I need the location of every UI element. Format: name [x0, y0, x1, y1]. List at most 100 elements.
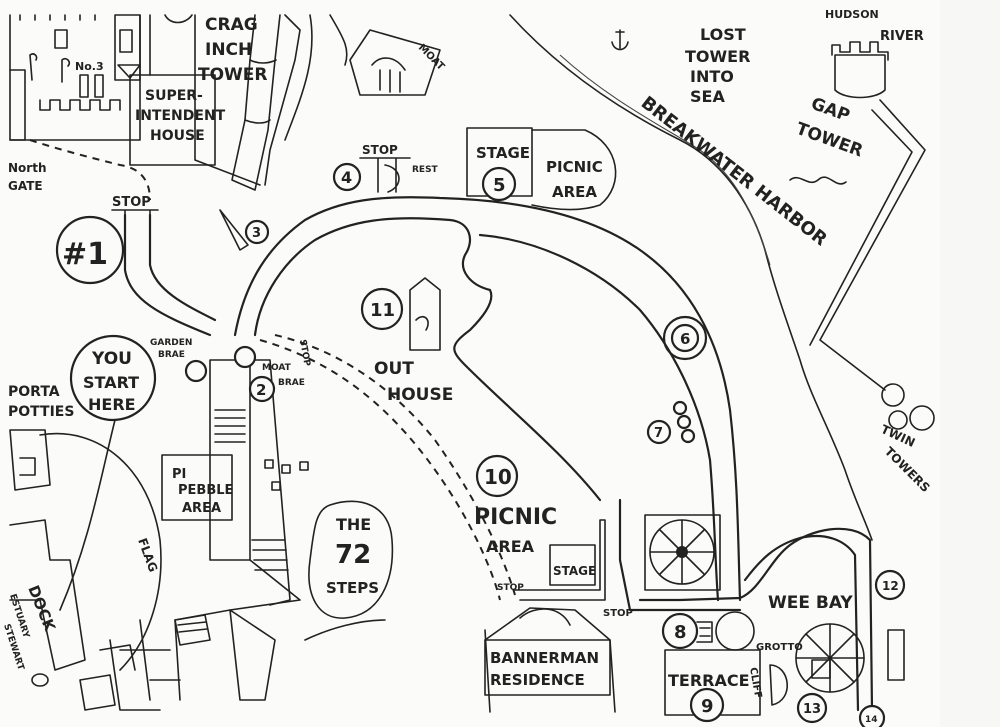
stop-moat-label: STOP	[297, 339, 312, 368]
marker-1-label: #1	[62, 237, 108, 272]
marker-2[interactable]	[248, 375, 276, 403]
porta-potties-box	[9, 429, 51, 491]
outhouse-label-1: OUT	[374, 359, 414, 379]
marker-3[interactable]	[244, 219, 270, 245]
no3-label: No.3	[75, 60, 104, 73]
moat-dashed-trail	[259, 339, 501, 601]
marker-13-label: 13	[803, 702, 821, 717]
north-gate-label-2: GATE	[8, 179, 43, 193]
stage-top-label: STAGE	[476, 144, 530, 162]
marker-3-arrow	[219, 209, 249, 251]
marker-4-label: 4	[341, 168, 352, 187]
marker-6[interactable]	[662, 315, 708, 361]
marker-2-label: 2	[256, 381, 266, 399]
shoreline	[509, 14, 873, 541]
hudson-label-1: HUDSON	[825, 8, 879, 21]
crag-inch-label-3: TOWER	[198, 65, 268, 85]
label-group-top: CRAG INCH TOWER SUPER- INTENDENT HOUSE N…	[8, 8, 924, 250]
bannerman-sign-box	[484, 639, 611, 696]
flag-area-boundary	[39, 432, 162, 671]
you-start-label-1: YOU	[91, 349, 132, 369]
stop-1-label: STOP	[112, 195, 151, 210]
bannerman-label-2: RESIDENCE	[490, 671, 585, 689]
path-to-residence	[618, 498, 742, 612]
crag-inch-wall	[164, 14, 193, 24]
super-house-label-2: INTENDENT	[135, 108, 226, 124]
shoreline-inner	[559, 54, 771, 266]
garden-brae-label-1: GARDEN	[150, 338, 192, 348]
fountain-spokes	[649, 519, 715, 585]
moat-brae-label-2: BRAE	[278, 378, 305, 388]
water-wave	[789, 176, 847, 185]
gap-tower-icon	[831, 41, 889, 99]
pebble-label-1: PI	[172, 467, 186, 482]
wee-bay-label: WEE BAY	[768, 593, 853, 613]
marker-7[interactable]	[646, 419, 672, 445]
bannerman-residence-outline	[484, 607, 616, 713]
marker-14-label: 14	[865, 715, 878, 725]
super-house-label-3: HOUSE	[150, 128, 205, 144]
breakwater-wall	[819, 99, 926, 391]
garden-brae-marker[interactable]	[184, 359, 208, 383]
marker-12[interactable]	[874, 569, 906, 601]
steps-label-1: THE	[336, 515, 371, 534]
porta-potty-icon	[19, 457, 36, 476]
marker-1[interactable]	[55, 215, 125, 285]
path-inner-main	[148, 213, 720, 602]
marker-13[interactable]	[796, 692, 828, 724]
left-stairs	[109, 359, 301, 711]
gap-tower-label-2: TOWER	[793, 119, 865, 162]
marker-6-label: 6	[680, 330, 690, 348]
bannerman-label-1: BANNERMAN	[490, 649, 599, 667]
stop-4-label: STOP	[362, 143, 398, 157]
marker-9-label: 9	[701, 696, 714, 717]
estuary-marker	[31, 673, 49, 687]
moat-brae-marker[interactable]	[233, 345, 257, 369]
porta-potties-label-2: POTTIES	[8, 404, 74, 420]
dock-outline	[9, 519, 86, 671]
twin-towers-label-1: TWIN	[879, 422, 917, 450]
pebble-label-2: PEBBLE	[178, 483, 233, 498]
path-outer-main	[123, 196, 742, 602]
steps-72-bubble	[308, 500, 394, 619]
garden-brae-label-2: BRAE	[158, 350, 185, 360]
stop-bottom-label: STOP	[603, 608, 633, 619]
anchor-icon	[611, 29, 629, 51]
path-bottom-right	[638, 527, 874, 712]
crag-inch-tower	[231, 14, 313, 191]
marker-14[interactable]	[858, 704, 886, 727]
super-house-label-1: SUPER-	[145, 88, 203, 104]
dock-label: DOCK	[24, 583, 59, 635]
dock-piers	[79, 644, 136, 711]
picnic-10-label-1: PICNIC	[474, 505, 557, 530]
marker-8[interactable]	[661, 612, 699, 650]
marker-9[interactable]	[689, 687, 725, 723]
marker-5[interactable]	[481, 166, 517, 202]
gap-tower-label-1: GAP	[808, 94, 852, 126]
marker-12-post	[887, 629, 905, 681]
picnic-top-label-1: PICNIC	[546, 158, 603, 176]
marker-5-label: 5	[493, 175, 506, 196]
path-bottom-right-inner	[743, 534, 860, 712]
stage-10-box	[549, 544, 596, 586]
you-start-label-2: START	[83, 373, 139, 392]
steps-label-2: 72	[335, 540, 371, 570]
marker-10-label: 10	[484, 465, 512, 489]
marker-4[interactable]	[332, 162, 362, 192]
marker-11-label: 11	[370, 300, 395, 321]
north-gate-label-1: North	[8, 161, 46, 175]
marker-11[interactable]	[360, 287, 404, 331]
marker-8-steps	[696, 621, 713, 643]
crag-inch-label-1: CRAG	[205, 15, 258, 35]
flag-label: FLAG	[135, 536, 160, 574]
label-group-stops: STOP STOP REST STOP STOP STOP	[112, 143, 633, 619]
terrace-label: TERRACE	[668, 671, 750, 690]
outhouse-icon	[409, 277, 441, 351]
marker-10[interactable]	[475, 454, 519, 498]
cliff-arch	[769, 664, 789, 706]
pebble-markers	[264, 459, 309, 491]
hudson-label-2: RIVER	[880, 29, 924, 44]
you-start-here-marker[interactable]	[69, 334, 157, 422]
stage-10-frame	[514, 519, 606, 601]
